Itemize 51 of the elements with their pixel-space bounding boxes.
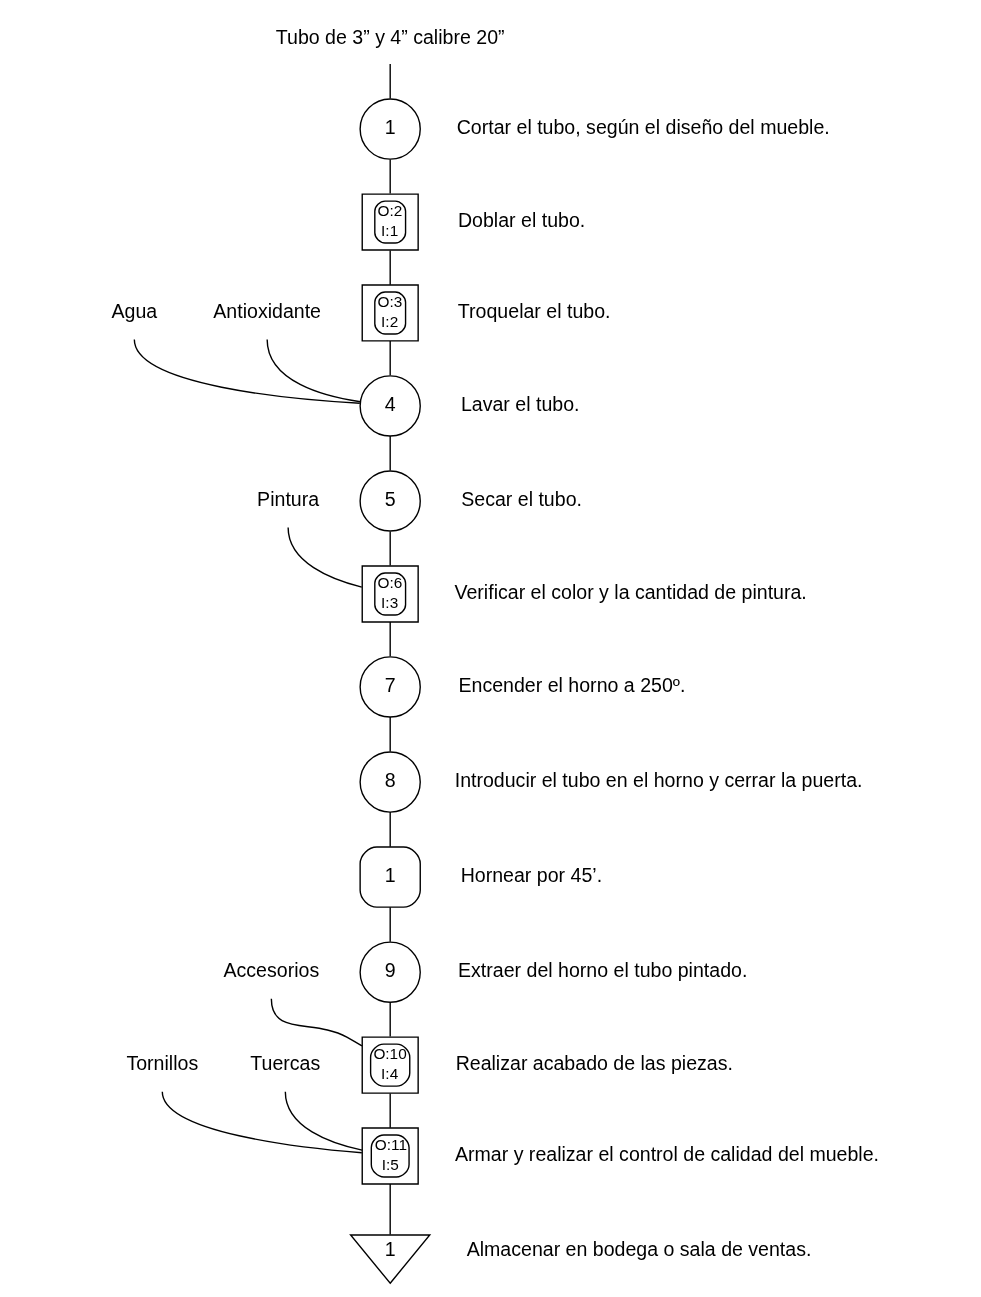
node-box: O:2 I:1 (361, 193, 419, 251)
connector (389, 1183, 391, 1236)
node-label: Encender el horno a 250º. (458, 674, 686, 697)
node-label: Verificar el color y la cantidad de pintura. (454, 581, 807, 604)
node-label: Introducir el tubo en el horno y cerrar la puerta. (454, 769, 863, 792)
connector (161, 1091, 363, 1154)
node-label: Armar y realizar el control de calidad del mueble. (454, 1143, 880, 1166)
node-label: Hornear por 45’. (460, 864, 603, 887)
node-label: Troquelar el tubo. (457, 300, 611, 323)
node-circle: 4 (359, 375, 421, 437)
node-box: O:6 I:3 (361, 565, 419, 623)
node-box: O:3 I:2 (361, 284, 419, 342)
node-box: 1 (359, 846, 421, 908)
node-label: Extraer del horno el tubo pintado. (458, 959, 748, 982)
node-label: Realizar acabado de las piezas. (455, 1052, 733, 1075)
connector (389, 1092, 391, 1129)
node-text: Accesorios (223, 959, 320, 982)
node-text: Antioxidante (213, 300, 321, 323)
node-text: Pintura (257, 488, 320, 511)
connector (284, 1091, 363, 1151)
connector (389, 716, 391, 753)
connector (389, 530, 391, 567)
node-label: Secar el tubo. (461, 488, 582, 511)
node-label: Lavar el tubo. (460, 393, 580, 416)
connector (266, 338, 362, 403)
connector (287, 526, 363, 588)
connector (389, 340, 391, 376)
connector (389, 1001, 391, 1038)
connector (389, 63, 391, 100)
node-circle: 7 (359, 656, 421, 718)
node-text: Tornillos (126, 1052, 199, 1075)
connector (270, 998, 363, 1047)
node-box: O:11 I:5 (361, 1127, 419, 1185)
node-circle: 8 (359, 751, 421, 813)
connector (389, 906, 391, 943)
node-text: Tuercas (250, 1052, 321, 1075)
node-box: O:10 I:4 (361, 1036, 419, 1094)
node-label: Almacenar en bodega o sala de ventas. (466, 1238, 812, 1261)
connector (389, 158, 391, 195)
node-text: Tubo de 3” y 4” calibre 20” (275, 26, 505, 49)
connector (389, 249, 391, 286)
node-label: Cortar el tubo, según el diseño del mueble. (456, 116, 830, 139)
node-text: Agua (111, 300, 158, 323)
connector (389, 621, 391, 658)
node-label: Doblar el tubo. (457, 209, 586, 232)
connector (389, 435, 391, 472)
node-circle: 9 (359, 941, 421, 1003)
node-circle: 5 (359, 470, 421, 532)
connector (389, 811, 391, 848)
node-circle: 1 (359, 98, 421, 160)
connector (133, 338, 361, 404)
